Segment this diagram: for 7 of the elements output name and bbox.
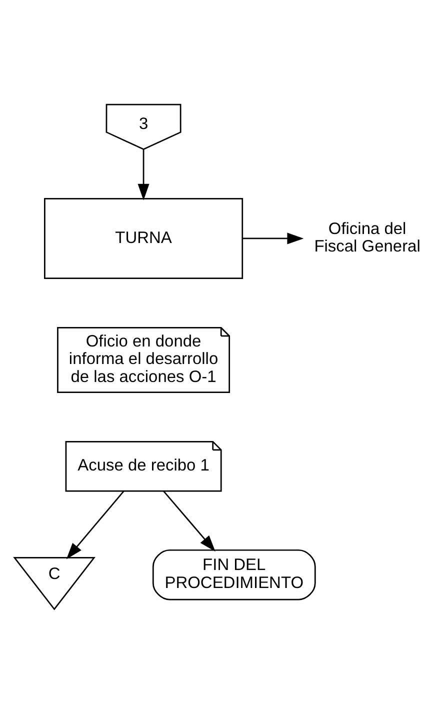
arrow bbox=[137, 150, 149, 200]
node-box: TURNA bbox=[44, 198, 243, 279]
node-box: FIN DEL PROCEDIMIENTO bbox=[152, 549, 316, 600]
arrow bbox=[162, 490, 215, 552]
arrow bbox=[242, 232, 304, 244]
arrow bbox=[66, 490, 124, 560]
node-text: Oficina del Fiscal General bbox=[314, 220, 420, 256]
